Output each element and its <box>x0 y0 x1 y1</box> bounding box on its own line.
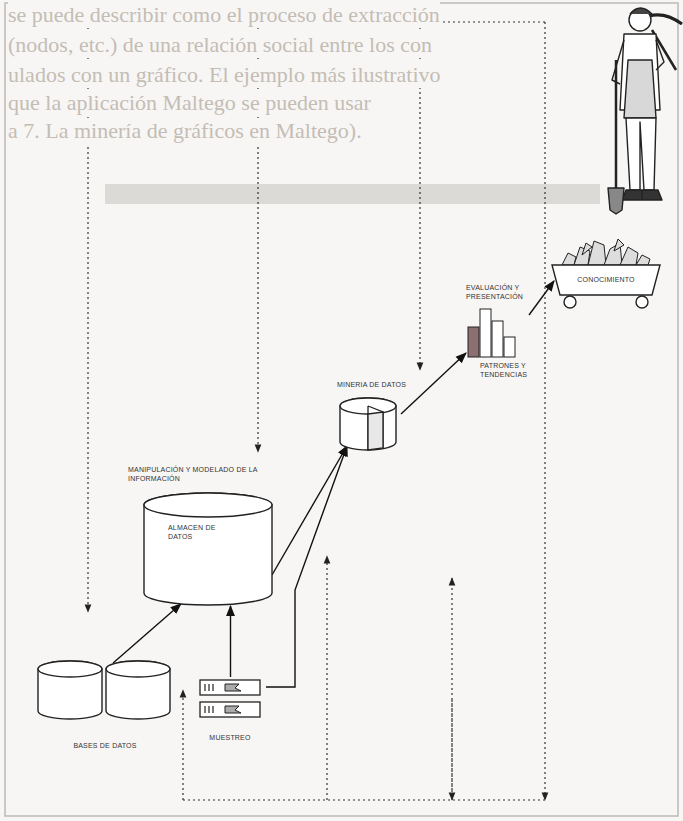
shovel-blade <box>608 188 624 214</box>
cylinder-body <box>144 493 272 605</box>
node-label: ALMACEN DE DATOS <box>168 523 224 541</box>
background-text-line: se puede describir como el proceso de ex… <box>8 2 440 28</box>
server-unit <box>200 680 260 695</box>
flow-arrow <box>529 281 554 315</box>
rock <box>582 243 592 255</box>
data-mining-wedge: MINERIA DE DATOS <box>335 378 420 450</box>
shape-outline <box>548 235 665 313</box>
shape-outline <box>335 378 420 450</box>
wedge-cut <box>368 406 383 450</box>
server-detail <box>225 684 241 691</box>
miner-head <box>629 9 651 31</box>
miner-hair <box>630 8 652 14</box>
wedge-face <box>368 412 383 450</box>
node-label: MANIPULACIÓN Y MODELADO DE LA INFORMACIÓ… <box>128 465 278 483</box>
background-text-line: que la aplicación Maltego se pueden usar <box>8 90 371 116</box>
rock <box>562 253 576 265</box>
background-text-line: (nodos, etc.) de una relación social ent… <box>8 32 432 58</box>
panel-border <box>5 3 678 816</box>
dotted-down <box>451 700 452 800</box>
miner-drawing <box>608 8 682 214</box>
background-text-line: a 7. La minería de gráficos en Maltego). <box>8 118 362 144</box>
cart-wheel <box>636 296 648 308</box>
miner-legs <box>626 118 656 190</box>
database-cylinders: BASES DE DATOS <box>30 655 181 760</box>
node-label: BASES DE DATOS <box>30 741 180 750</box>
dotted-up <box>326 556 327 800</box>
cart-body <box>552 265 660 295</box>
dotted-up <box>451 578 452 800</box>
knowledge-cart: CONOCIMIENTO <box>548 235 665 313</box>
shovel-handle <box>615 60 618 188</box>
cylinder-body <box>106 661 170 719</box>
miner-arm <box>656 40 664 70</box>
server-detail <box>205 706 213 713</box>
flow-arrow <box>272 446 347 575</box>
cylinder-body <box>38 661 102 719</box>
bar <box>504 337 515 357</box>
faded-band <box>105 184 600 204</box>
miner-apron <box>624 60 656 118</box>
flow-arrow <box>113 604 181 663</box>
sampling-servers: MUESTREO <box>195 675 266 750</box>
evaluation-bar-chart: EVALUACIÓN Y PRESENTACIÓN PATRONES Y TEND… <box>462 283 531 383</box>
dotted-down <box>544 22 545 800</box>
server-detail <box>225 706 241 713</box>
server-unit <box>200 702 260 717</box>
flow-arrow <box>401 353 466 414</box>
background-text-line: ulados con un gráfico. El ejemplo más il… <box>8 62 441 88</box>
bar <box>480 309 491 357</box>
miner-arm <box>612 40 624 84</box>
miner-boots <box>622 190 662 200</box>
node-label: PATRONES Y TENDENCIAS <box>480 361 530 379</box>
cart-wheel <box>564 296 576 308</box>
shape-outline <box>128 465 278 610</box>
flow-arrow <box>266 446 347 687</box>
node-label: MINERIA DE DATOS <box>337 380 417 389</box>
cylinder-body <box>340 398 396 450</box>
node-label: CONOCIMIENTO <box>562 275 650 284</box>
dotted-up <box>182 690 183 800</box>
rock <box>636 255 650 265</box>
rock <box>620 247 638 265</box>
data-warehouse: MANIPULACIÓN Y MODELADO DE LA INFORMACIÓ… <box>128 465 279 610</box>
cylinder-top <box>38 661 102 677</box>
rock <box>614 239 624 251</box>
node-label: EVALUACIÓN Y PRESENTACIÓN <box>466 283 530 301</box>
dotted-bottom <box>183 799 545 800</box>
bar <box>468 327 479 357</box>
flow-arrow <box>230 606 231 677</box>
rock <box>588 241 606 265</box>
cylinder-top <box>106 661 170 677</box>
bar <box>492 321 503 357</box>
node-label: MUESTREO <box>195 733 265 742</box>
cylinder-top <box>144 493 272 517</box>
server-detail <box>205 684 213 691</box>
